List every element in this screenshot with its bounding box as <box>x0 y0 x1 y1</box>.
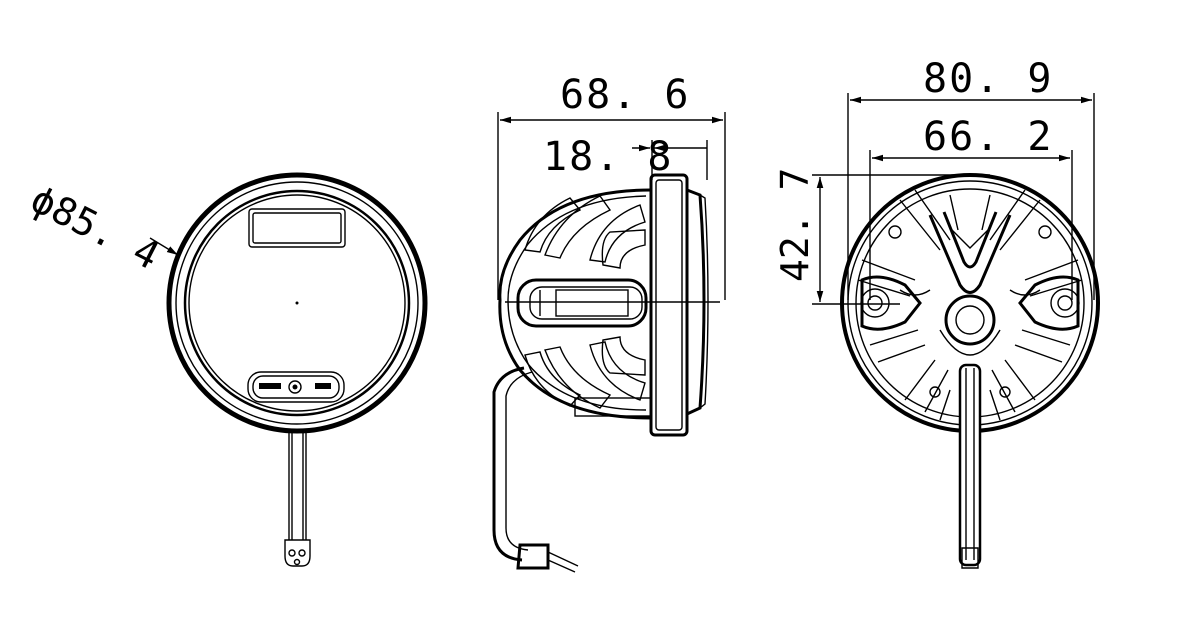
side-view <box>492 112 726 573</box>
depth-lens-label: 18. 8 <box>543 134 673 180</box>
depth-total-label: 68. 6 <box>560 72 690 118</box>
width-outer-label: 80. 9 <box>923 56 1053 102</box>
diameter-label: ϕ85. 4 <box>24 177 166 279</box>
height-center-label: 42. 7 <box>773 168 817 282</box>
width-inner-label: 66. 2 <box>923 114 1053 160</box>
rear-view <box>812 93 1100 569</box>
front-view <box>149 172 428 567</box>
